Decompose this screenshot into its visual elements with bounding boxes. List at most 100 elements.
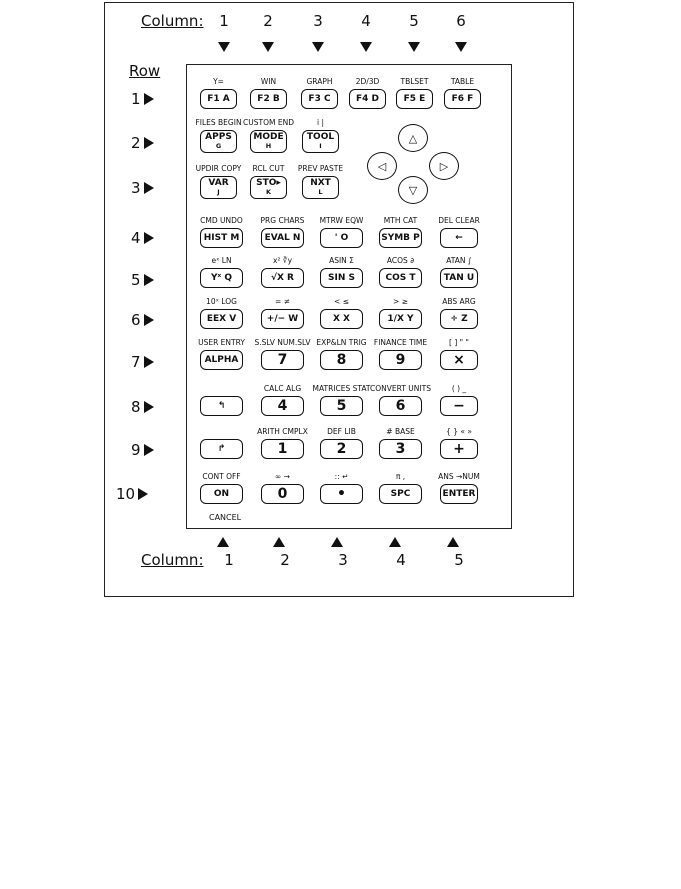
left-arrow-key[interactable]: ◁	[367, 152, 397, 180]
calculator-key[interactable]: Yˣ Q	[200, 268, 243, 288]
shift-label: PREV PASTE	[297, 164, 344, 173]
shift-label: MATRICES STAT	[312, 384, 371, 393]
shift-label: x² ∛y	[272, 256, 293, 265]
calculator-key[interactable]: √X R	[261, 268, 304, 288]
right-arrow-icon	[143, 93, 154, 105]
shift-label: DEF LIB	[327, 427, 356, 436]
shift-label: WIN	[260, 77, 277, 86]
calculator-key[interactable]: 4	[261, 396, 304, 416]
calculator-key[interactable]: STO▸K	[250, 176, 287, 199]
key-label: ↰	[217, 400, 226, 411]
right-arrow-icon	[143, 182, 154, 194]
calculator-key[interactable]: •	[320, 484, 363, 504]
calculator-key[interactable]: F4 D	[349, 89, 386, 109]
calculator-key[interactable]: ALPHA	[200, 350, 243, 370]
shift-label: 2D/3D	[355, 77, 380, 86]
right-arrow-icon	[143, 314, 154, 326]
calculator-key[interactable]: F5 E	[396, 89, 433, 109]
calculator-key[interactable]: 5	[320, 396, 363, 416]
calculator-key[interactable]: 7	[261, 350, 304, 370]
calculator-key[interactable]: SIN S	[320, 268, 363, 288]
calculator-key[interactable]: +/− W	[261, 309, 304, 329]
row-number: 1	[131, 90, 141, 108]
key-label: 9	[395, 352, 406, 368]
calculator-key[interactable]: 0	[261, 484, 304, 504]
shift-label: GRAPH	[306, 77, 333, 86]
key-label: 3	[395, 441, 406, 457]
shift-label: < ≤	[334, 297, 349, 306]
calculator-key[interactable]: 6	[379, 396, 422, 416]
calculator-key[interactable]: F3 C	[301, 89, 338, 109]
key-label: ALPHA	[204, 354, 239, 365]
calculator-key[interactable]: EVAL N	[261, 228, 304, 248]
shift-label: CALC ALG	[263, 384, 302, 393]
key-label: 7	[277, 352, 288, 368]
shift-label: ( ) _	[451, 384, 467, 393]
down-arrow-key[interactable]: ▽	[398, 176, 428, 204]
key-label: TAN U	[443, 272, 475, 283]
calculator-key[interactable]: TAN U	[440, 268, 478, 288]
key-alpha-letter: I	[319, 142, 322, 151]
calculator-key[interactable]: F6 F	[444, 89, 481, 109]
row-number: 10	[116, 485, 136, 503]
key-label: Yˣ Q	[210, 272, 232, 283]
calculator-key[interactable]: 8	[320, 350, 363, 370]
calculator-key[interactable]: 2	[320, 439, 363, 459]
calculator-key[interactable]: ENTER	[440, 484, 478, 504]
calculator-key[interactable]: 3	[379, 439, 422, 459]
key-label: 4	[277, 398, 288, 414]
calculator-key[interactable]: EEX V	[200, 309, 243, 329]
calculator-key[interactable]: 1/X Y	[379, 309, 422, 329]
calculator-key[interactable]: ↱	[200, 439, 243, 459]
calculator-key[interactable]: F1 A	[200, 89, 237, 109]
calculator-key[interactable]: X X	[320, 309, 363, 329]
right-arrow-key[interactable]: ▷	[429, 152, 459, 180]
key-label: STO▸	[256, 178, 281, 189]
row-number: 8	[131, 398, 141, 416]
key-label: F4 D	[355, 93, 379, 104]
key-label: NXT	[310, 178, 331, 189]
row-number: 4	[131, 229, 141, 247]
calculator-key[interactable]: SYMB P	[379, 228, 422, 248]
up-arrow-icon	[447, 537, 459, 547]
shift-label: π ,	[395, 472, 406, 481]
key-label: ' O	[334, 232, 349, 243]
calculator-key[interactable]: HIST M	[200, 228, 243, 248]
calculator-key[interactable]: ' O	[320, 228, 363, 248]
down-arrow-icon	[262, 42, 274, 52]
key-label: EVAL N	[264, 232, 301, 243]
key-label: SPC	[390, 488, 411, 499]
down-arrow-icon	[360, 42, 372, 52]
calculator-key[interactable]: ←	[440, 228, 478, 248]
calculator-key[interactable]: 1	[261, 439, 304, 459]
row-heading: Row	[129, 62, 161, 80]
calculator-key[interactable]: SPC	[379, 484, 422, 504]
shift-label: Y=	[213, 77, 224, 86]
shift-label: FINANCE TIME	[373, 338, 428, 347]
right-arrow-icon	[143, 444, 154, 456]
key-label: X X	[332, 313, 350, 324]
calculator-key[interactable]: COS T	[379, 268, 422, 288]
row-number: 2	[131, 134, 141, 152]
key-label: +/− W	[266, 313, 299, 324]
keyboard-panel	[186, 64, 512, 529]
calculator-key[interactable]: ×	[440, 350, 478, 370]
calculator-key[interactable]: −	[440, 396, 478, 416]
shift-label: CONT OFF	[202, 472, 241, 481]
bottom-column-number: 2	[280, 551, 290, 569]
shift-label: = ≠	[275, 297, 290, 306]
calculator-key[interactable]: ON	[200, 484, 243, 504]
calculator-key[interactable]: 9	[379, 350, 422, 370]
up-arrow-key[interactable]: △	[398, 124, 428, 152]
row-label: 2	[131, 134, 157, 152]
key-label: TOOL	[306, 132, 335, 143]
calculator-key[interactable]: ↰	[200, 396, 243, 416]
calculator-key[interactable]: F2 B	[250, 89, 287, 109]
calculator-key[interactable]: +	[440, 439, 478, 459]
calculator-key[interactable]: ÷ Z	[440, 309, 478, 329]
